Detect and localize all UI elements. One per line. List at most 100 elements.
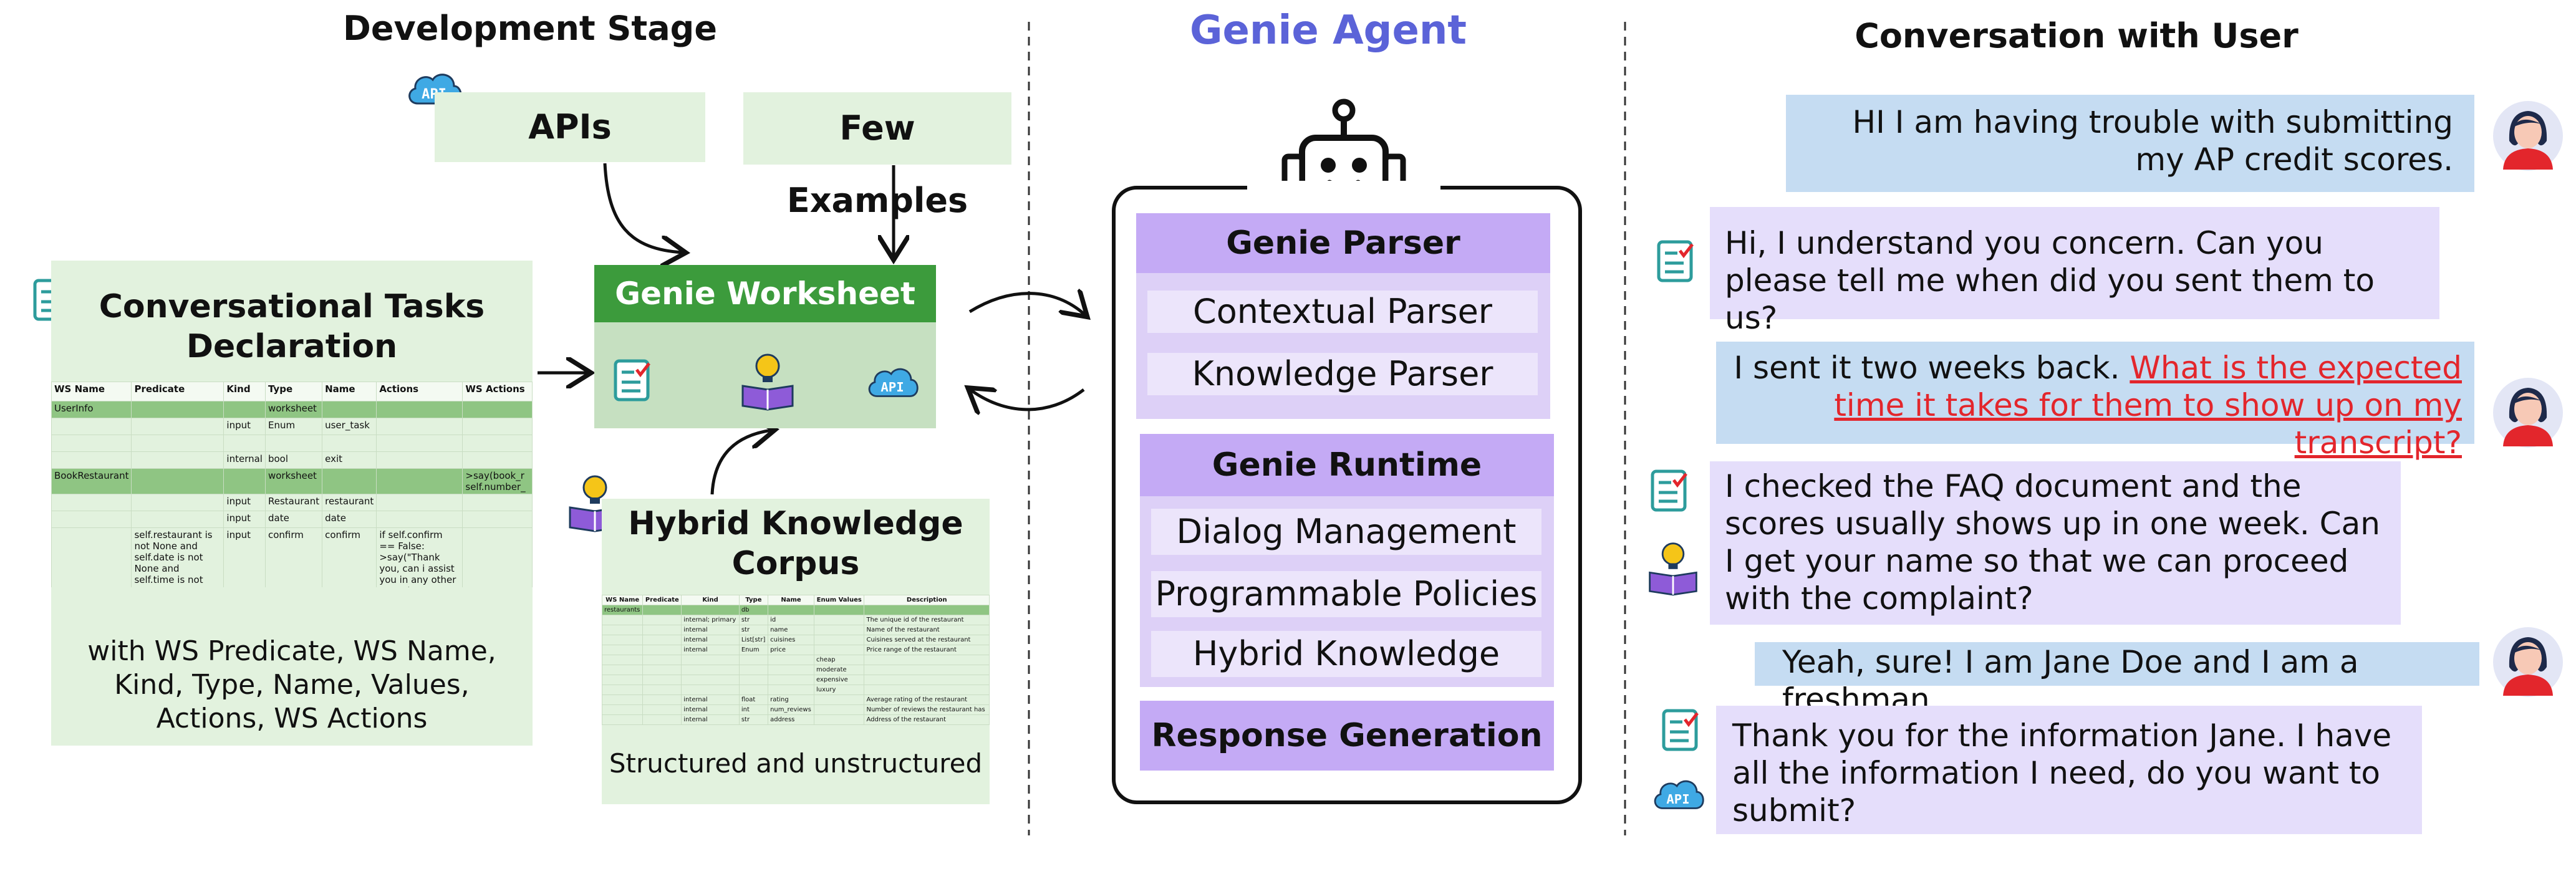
table-cell bbox=[462, 418, 533, 435]
contextual-parser-item: Contextual Parser bbox=[1147, 291, 1538, 333]
table-cell bbox=[322, 401, 377, 418]
svg-text:API: API bbox=[880, 380, 904, 395]
knowledge-title: Hybrid Knowledge Corpus bbox=[602, 504, 990, 584]
table-cell bbox=[51, 511, 132, 528]
frame-gap bbox=[1247, 181, 1440, 191]
apis-box: APIs bbox=[435, 92, 705, 162]
table-cell: Enum bbox=[738, 645, 769, 655]
table-cell bbox=[322, 435, 377, 452]
hybrid-knowledge-item: Hybrid Knowledge bbox=[1151, 631, 1541, 677]
table-row: moderate bbox=[602, 665, 990, 675]
table-cell: Address of the restaurant bbox=[864, 714, 990, 725]
table-cell bbox=[462, 401, 533, 418]
user-avatar bbox=[2492, 377, 2564, 449]
table-cell bbox=[462, 451, 533, 469]
chat-message-user-1: HI I am having trouble with submitting m… bbox=[1786, 95, 2474, 192]
table-cell bbox=[768, 605, 814, 615]
table-cell: confirm bbox=[322, 527, 377, 587]
table-cell bbox=[738, 685, 769, 695]
kc-header-cell: Description bbox=[864, 595, 990, 605]
table-cell: self.restaurant is not None and self.dat… bbox=[131, 527, 224, 587]
programmable-policies-item: Programmable Policies bbox=[1151, 571, 1541, 617]
table-cell bbox=[462, 435, 533, 452]
table-cell bbox=[864, 655, 990, 665]
table-cell bbox=[813, 605, 865, 615]
table-cell: db bbox=[738, 605, 769, 615]
knowledge-caption: Structured and unstructured bbox=[602, 748, 990, 779]
chat-message-user-2-plain: I sent it two weeks back. bbox=[1734, 350, 2120, 386]
table-cell bbox=[264, 435, 323, 452]
table-cell: input bbox=[223, 511, 266, 528]
table-cell: exit bbox=[322, 451, 377, 469]
table-cell: Price range of the restaurant bbox=[864, 645, 990, 655]
table-cell: input bbox=[223, 527, 266, 587]
knowledge-title-line2: Corpus bbox=[731, 545, 860, 582]
table-cell bbox=[376, 511, 463, 528]
table-cell bbox=[768, 675, 814, 685]
checklist-icon bbox=[1661, 708, 1701, 752]
table-cell bbox=[813, 714, 865, 725]
tasks-declaration-box: Conversational Tasks Declaration WS Name… bbox=[51, 261, 533, 746]
api-cloud-icon: API bbox=[1650, 776, 1706, 813]
table-cell bbox=[768, 655, 814, 665]
genie-runtime-box: Genie Runtime Dialog Management Programm… bbox=[1140, 434, 1554, 687]
table-cell bbox=[738, 665, 769, 675]
table-cell: str bbox=[738, 625, 769, 635]
table-cell bbox=[223, 468, 266, 494]
table-cell bbox=[642, 675, 682, 685]
table-cell bbox=[642, 625, 682, 635]
table-cell: num_reviews bbox=[768, 704, 814, 715]
table-cell: Restaurant bbox=[264, 494, 323, 511]
kc-header-cell: WS Name bbox=[602, 595, 644, 605]
table-cell bbox=[602, 635, 644, 645]
table-cell bbox=[642, 615, 682, 625]
kc-header-cell: Predicate bbox=[642, 595, 682, 605]
user-avatar bbox=[2492, 100, 2564, 172]
table-cell bbox=[681, 685, 740, 695]
table-cell: internal bbox=[681, 645, 740, 655]
table-cell: int bbox=[738, 704, 769, 715]
table-cell bbox=[642, 645, 682, 655]
chat-message-user-2-highlight: What is the expected time it takes for t… bbox=[1834, 350, 2462, 461]
table-cell: worksheet bbox=[264, 401, 323, 418]
ws-header-cell: Name bbox=[322, 382, 377, 401]
genie-runtime-head: Genie Runtime bbox=[1140, 434, 1554, 496]
table-cell bbox=[131, 451, 224, 469]
table-cell: internal bbox=[223, 451, 266, 469]
book-bulb-icon bbox=[739, 351, 796, 411]
table-cell bbox=[51, 418, 132, 435]
table-cell bbox=[864, 675, 990, 685]
table-cell bbox=[223, 435, 266, 452]
table-cell: internal bbox=[681, 704, 740, 715]
table-cell bbox=[462, 494, 533, 511]
table-cell: rating bbox=[768, 694, 814, 705]
table-cell bbox=[738, 655, 769, 665]
table-cell bbox=[642, 655, 682, 665]
table-cell bbox=[131, 401, 224, 418]
chat-message-agent-3: Thank you for the information Jane. I ha… bbox=[1716, 706, 2422, 834]
table-cell bbox=[131, 418, 224, 435]
table-cell bbox=[51, 494, 132, 511]
table-cell: date bbox=[322, 511, 377, 528]
chat-message-user-2: I sent it two weeks back. What is the ex… bbox=[1716, 342, 2474, 461]
chat-message-agent-2: I checked the FAQ document and the score… bbox=[1710, 461, 2401, 625]
response-generation-box: Response Generation bbox=[1140, 701, 1554, 771]
table-cell bbox=[462, 527, 533, 587]
table-cell: UserInfo bbox=[51, 401, 132, 418]
table-cell: Average rating of the restaurant bbox=[864, 694, 990, 705]
table-cell bbox=[813, 635, 865, 645]
table-cell: The unique id of the restaurant bbox=[864, 615, 990, 625]
table-cell bbox=[602, 615, 644, 625]
kc-header-cell: Kind bbox=[681, 595, 740, 605]
few-examples-box: Few Examples bbox=[743, 92, 1011, 220]
table-cell bbox=[768, 685, 814, 695]
